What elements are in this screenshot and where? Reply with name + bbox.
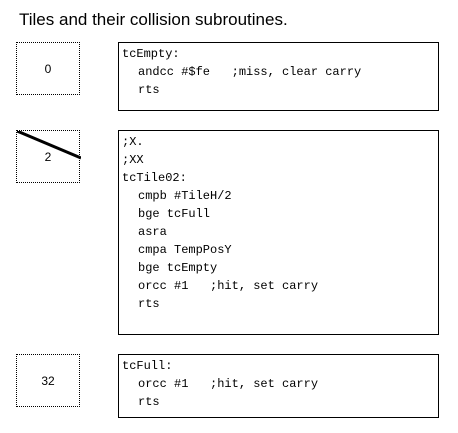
code-line: cmpa TempPosY xyxy=(138,243,232,257)
code-line: rts xyxy=(138,297,160,311)
code-line: bge tcEmpty xyxy=(138,261,218,275)
tile-2-preview: 2 xyxy=(16,130,81,183)
slope-line-icon xyxy=(17,131,81,160)
tile-2-code-box: ;X. ;XX tcTile02: cmpb #TileH/2 bge tcFu… xyxy=(118,130,439,335)
code-line: orcc #1 ;hit, set carry xyxy=(138,279,319,293)
code-line: andcc #$fe ;miss, clear carry xyxy=(138,65,362,79)
code-line: bge tcFull xyxy=(138,207,211,221)
tile-number-label: 32 xyxy=(41,374,55,388)
code-line: ;XX xyxy=(122,153,144,167)
code-line: orcc #1 ;hit, set carry xyxy=(138,377,319,391)
page-title: Tiles and their collision subroutines. xyxy=(19,10,288,29)
code-line: tcTile02: xyxy=(122,171,187,185)
tile-number-label: 2 xyxy=(44,150,52,164)
code-line: cmpb #TileH/2 xyxy=(138,189,232,203)
code-line: asra xyxy=(138,225,167,239)
code-line: rts xyxy=(138,395,160,409)
code-line: tcFull: xyxy=(122,359,173,373)
tile-32-code-box: tcFull: orcc #1 ;hit, set carry rts xyxy=(118,354,439,418)
code-line: rts xyxy=(138,83,160,97)
tile-0-preview: 0 xyxy=(16,42,80,95)
code-line: ;X. xyxy=(122,135,144,149)
tile-32-preview: 32 xyxy=(16,354,80,407)
tile-number-label: 0 xyxy=(44,62,52,76)
tile-0-code-box: tcEmpty: andcc #$fe ;miss, clear carry r… xyxy=(118,42,439,111)
code-line: tcEmpty: xyxy=(122,47,180,61)
